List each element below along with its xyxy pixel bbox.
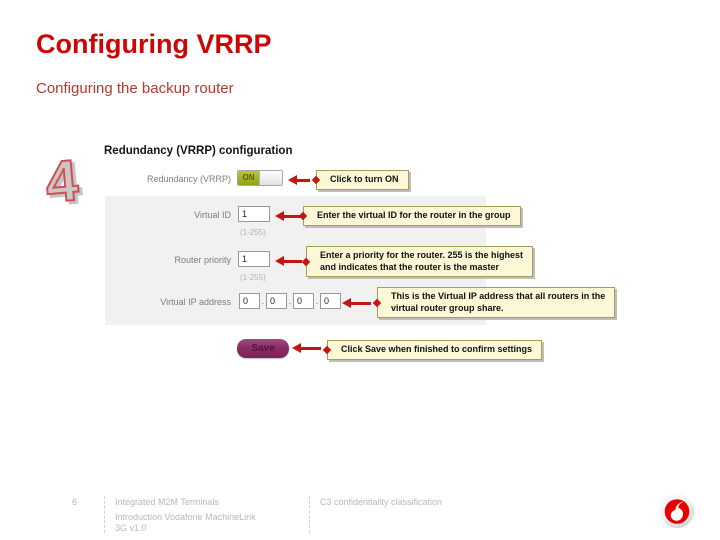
virtual-ip-label: Virtual IP address (160, 297, 231, 307)
arrow-shaft (297, 178, 310, 182)
arrow-to-toggle (288, 175, 310, 185)
virtual-id-range-hint: (1-255) (240, 228, 266, 237)
router-priority-label: Router priority (174, 255, 231, 265)
page-title: Configuring VRRP (36, 29, 272, 59)
arrowhead-icon (288, 175, 297, 185)
diamond-connector-icon (311, 175, 321, 184)
step-number: 4 4 (42, 147, 85, 219)
diamond-connector-icon (322, 345, 332, 354)
arrow-shaft (351, 301, 371, 305)
vodafone-logo-icon (660, 494, 694, 528)
step-number-text: 4 (43, 148, 81, 216)
callout-text: Click to turn ON (330, 174, 399, 184)
callout-text: This is the Virtual IP address that all … (391, 291, 606, 301)
footer-doc-title: Integrated M2M Terminals (115, 497, 219, 507)
footer-classification: C3 confidentiality classification (320, 497, 443, 507)
callout-save: Click Save when finished to confirm sett… (322, 340, 543, 360)
callout-virtual-id: Enter the virtual ID for the router in t… (298, 206, 521, 226)
panel-heading: Redundancy (VRRP) configuration (104, 145, 293, 157)
callout-text: Enter the virtual ID for the router in t… (317, 210, 511, 220)
virtual-id-input[interactable] (238, 206, 270, 222)
callout-router-priority: Enter a priority for the router. 255 is … (301, 246, 534, 277)
ip-octet-2-input[interactable] (266, 293, 287, 309)
arrow-to-router-priority (275, 256, 302, 266)
arrow-shaft (284, 214, 302, 218)
ip-dot-separator: . (261, 296, 265, 306)
arrow-to-virtual-id (275, 211, 302, 221)
footer-divider (309, 496, 310, 533)
footer-divider (104, 496, 105, 533)
callout-virtual-ip: This is the Virtual IP address that all … (372, 287, 616, 318)
footer-doc-version: 3G v1.0 (115, 523, 147, 533)
arrow-shaft (284, 259, 302, 263)
toggle-on-label: ON (238, 171, 259, 185)
save-button[interactable]: Save (237, 339, 289, 358)
ip-octet-1-input[interactable] (239, 293, 260, 309)
arrow-shaft (301, 346, 321, 350)
router-priority-range-hint: (1-255) (240, 273, 266, 282)
virtual-id-label: Virtual ID (194, 210, 231, 220)
arrowhead-icon (292, 343, 301, 353)
virtual-ip-group: . . . (239, 293, 341, 309)
ip-dot-separator: . (288, 296, 292, 306)
toggle-knob[interactable] (259, 171, 282, 185)
ip-octet-3-input[interactable] (293, 293, 314, 309)
callout-text: Enter a priority for the router. 255 is … (320, 250, 524, 260)
callout-turn-on: Click to turn ON (311, 170, 409, 190)
arrowhead-icon (275, 211, 284, 221)
ip-dot-separator: . (315, 296, 319, 306)
page-subtitle: Configuring the backup router (36, 80, 234, 97)
page-number: 6 (72, 497, 78, 507)
arrow-to-save (292, 343, 321, 353)
router-priority-input[interactable] (238, 251, 270, 267)
arrowhead-icon (342, 298, 351, 308)
callout-text: and indicates that the router is the mas… (320, 261, 500, 272)
step-number-shadow: 4 (46, 150, 84, 218)
arrowhead-icon (275, 256, 284, 266)
callout-text: Click Save when finished to confirm sett… (341, 344, 533, 354)
callout-text: virtual router group share. (391, 302, 504, 313)
footer-doc-subtitle: Introduction Vodafone MachineLink (115, 512, 256, 522)
toggle-label: Redundancy (VRRP) (146, 174, 231, 184)
ip-octet-4-input[interactable] (320, 293, 341, 309)
vrrp-on-off-toggle[interactable]: ON (237, 170, 283, 186)
arrow-to-virtual-ip (342, 298, 371, 308)
